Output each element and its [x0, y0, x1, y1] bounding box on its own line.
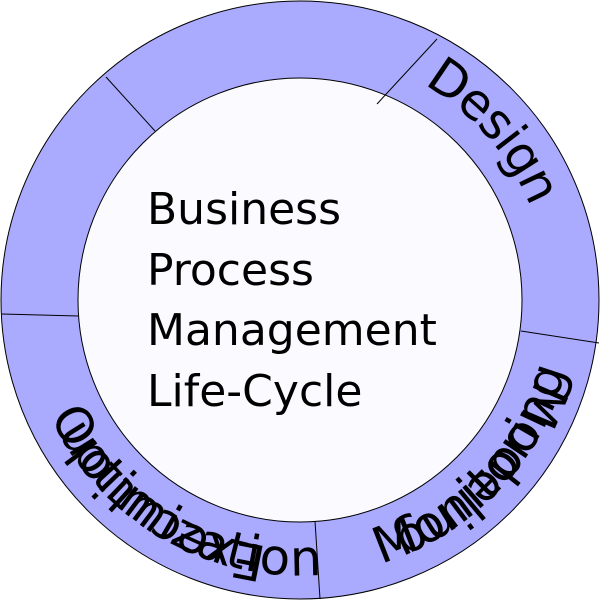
divider-optimization-design: [1, 313, 79, 317]
divider-execution-monitoring: [520, 330, 600, 344]
center-line-lifecycle: Life-Cycle: [147, 365, 363, 417]
divider-modeling-execution: [376, 38, 438, 105]
center-line-business: Business: [147, 184, 342, 235]
center-line-management: Management: [147, 305, 437, 356]
center-title: Business Process Management Life-Cycle: [147, 180, 437, 422]
inner-circle: [77, 77, 523, 523]
divider-monitoring-optimization: [314, 520, 321, 600]
divider-design-modeling: [105, 76, 156, 132]
center-line-process: Process: [147, 244, 314, 296]
